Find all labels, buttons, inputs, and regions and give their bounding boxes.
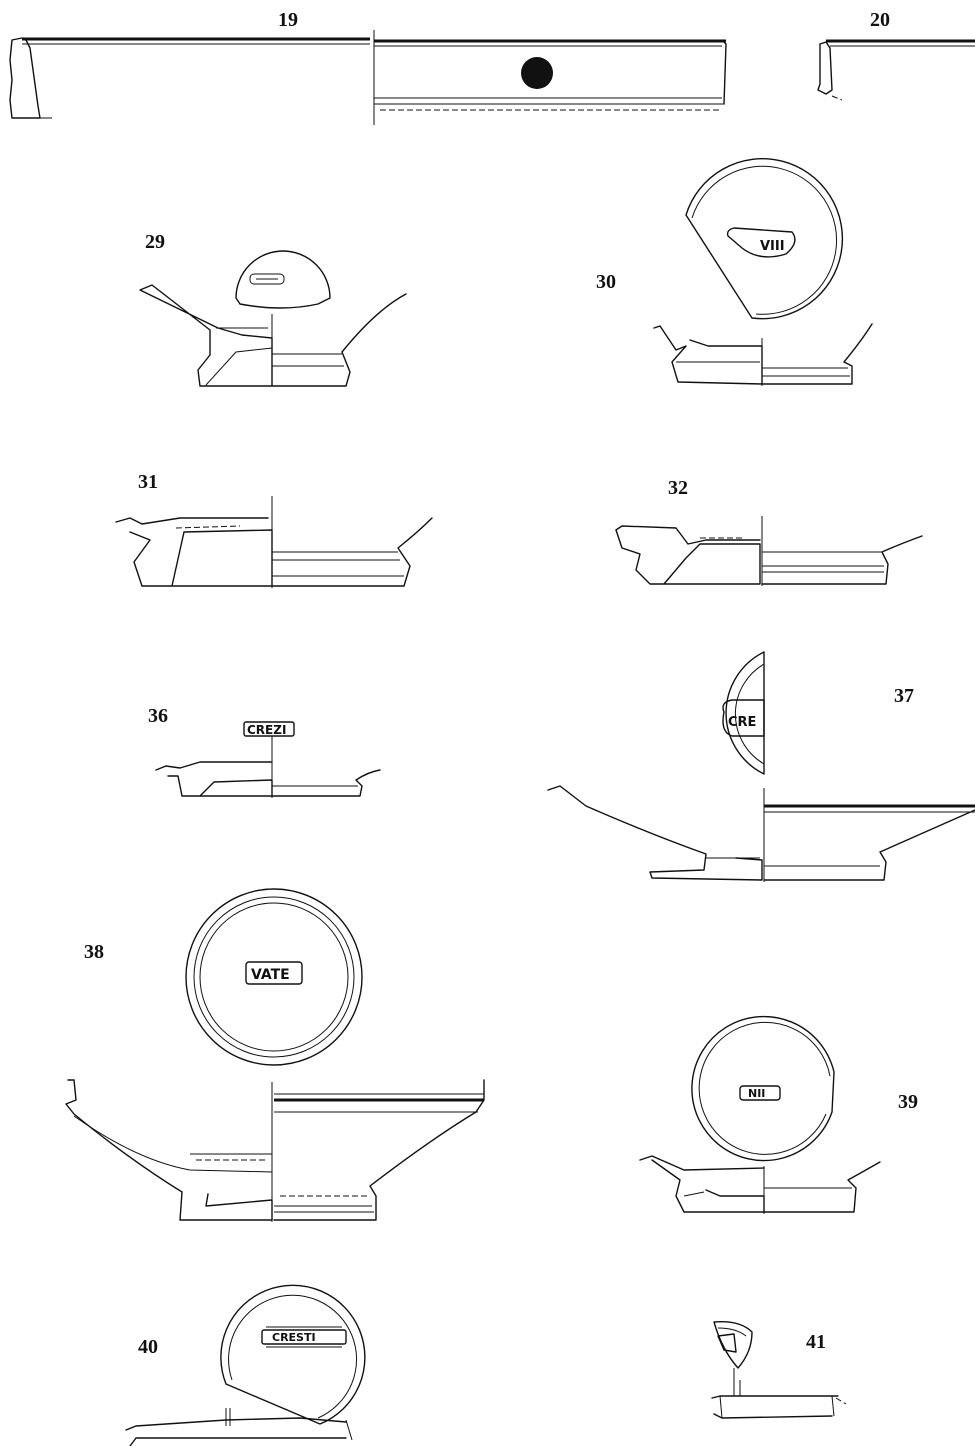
stamp-text: CRESTI: [272, 1331, 316, 1344]
figure-37: 37 CRE: [547, 651, 975, 882]
figure-29: 29: [139, 231, 407, 387]
figure-37-label: 37: [894, 685, 914, 707]
rivet-hole-icon: [521, 57, 553, 89]
figure-32-label: 32: [668, 477, 688, 499]
figure-30: 30 VIII: [596, 158, 873, 386]
figure-38-label: 38: [84, 941, 104, 963]
figure-20-label: 20: [870, 9, 890, 31]
base-stamp-disc: [725, 651, 765, 775]
base-stamp-disc: [691, 1015, 835, 1162]
base-stamp-disc: [685, 158, 844, 320]
figure-31-label: 31: [138, 471, 158, 493]
stamp-text: VATE: [251, 967, 290, 983]
figure-40-label: 40: [138, 1336, 158, 1358]
figure-40: 40 CRESTI: [125, 1284, 366, 1446]
figure-41: 41: [711, 1321, 847, 1419]
base-stamp-disc: [185, 888, 363, 1066]
figure-39-label: 39: [898, 1091, 918, 1113]
figure-29-label: 29: [145, 231, 165, 253]
figure-39: 39 NII: [639, 1015, 918, 1214]
stamp-text: CRE: [728, 715, 756, 730]
stamp-text: CREZI: [247, 723, 286, 737]
figure-20: 20: [817, 9, 975, 101]
stamp-text: VIII: [760, 239, 785, 254]
figure-32: 32: [615, 477, 923, 586]
figure-30-label: 30: [596, 271, 616, 293]
stamp-text: NII: [748, 1087, 765, 1100]
figure-41-label: 41: [806, 1331, 826, 1353]
figure-38: 38 VATE: [65, 888, 485, 1222]
base-stamp-disc: [235, 250, 331, 309]
figure-31: 31: [115, 471, 433, 588]
figure-19-label: 19: [278, 9, 298, 31]
figure-19: 19: [9, 9, 727, 125]
figure-36: 36 CREZI: [148, 705, 381, 798]
figure-36-label: 36: [148, 705, 168, 727]
base-stamp-disc: [220, 1284, 366, 1425]
